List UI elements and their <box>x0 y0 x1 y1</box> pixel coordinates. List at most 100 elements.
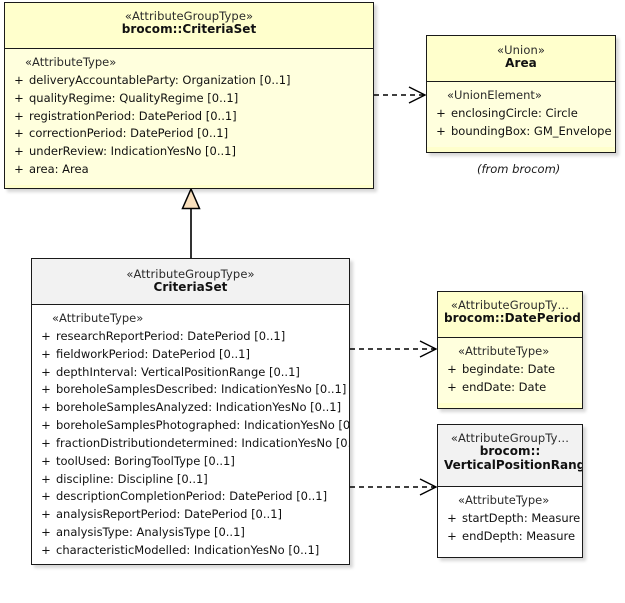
attribute-signature: deliveryAccountableParty: Organization [… <box>29 73 291 87</box>
attribute-visibility: + <box>14 108 24 123</box>
attribute-row: + endDepth: Measure <box>442 528 578 546</box>
attribute-signature: discipline: Discipline [0..1] <box>56 471 208 486</box>
class-stereotype: «AttributeGroupType» <box>124 9 254 23</box>
attribute-visibility: + <box>447 379 457 394</box>
class-header-area: «Union» Area <box>427 36 615 82</box>
attribute-row: + boreholeSamplesPhotographed: Indicatio… <box>36 417 349 435</box>
attribute-signature: area: Area <box>29 162 89 177</box>
attribute-visibility: + <box>436 123 446 138</box>
attribute-signature: begindate: Date <box>462 362 556 376</box>
attribute-visibility: + <box>41 435 51 450</box>
attribute-row: + enclosingCircle: Circle <box>431 105 611 123</box>
attribute-row: + descriptionCompletionPeriod: DatePerio… <box>36 488 345 506</box>
attribute-visibility: + <box>41 382 51 397</box>
class-stereotype: «Union» <box>497 43 545 57</box>
attribute-visibility: + <box>14 126 24 141</box>
attribute-row: + deliveryAccountableParty: Organization… <box>9 72 369 90</box>
compartment-stereotype: «AttributeType» <box>458 493 550 507</box>
class-name: brocom::CriteriaSet <box>121 22 257 37</box>
compartment-stereotype: «UnionElement» <box>447 88 542 102</box>
class-box-area[interactable]: «Union» Area «UnionElement» + enclosingC… <box>426 35 616 153</box>
attribute-row: + boundingBox: GM_Envelope <box>431 123 611 141</box>
attribute-signature: startDepth: Measure <box>462 511 581 525</box>
class-stereotype: «AttributeGroupTy… <box>450 431 570 445</box>
attribute-row: + analysisType: AnalysisType [0..1] <box>36 524 345 542</box>
attribute-signature: boreholeSamplesPhotographed: IndicationY… <box>56 418 350 433</box>
package-origin-note: (from brocom) <box>477 162 561 176</box>
attribute-signature: boundingBox: GM_Envelope <box>451 123 612 138</box>
class-stereotype: «AttributeGroupTy… <box>450 298 570 312</box>
attribute-visibility: + <box>41 346 51 361</box>
attribute-visibility: + <box>436 106 446 120</box>
attribute-row: + area: Area <box>9 161 369 179</box>
attribute-visibility: + <box>41 542 51 557</box>
attribute-visibility: + <box>447 528 457 543</box>
class-name-line2: VerticalPositionRange <box>444 458 583 473</box>
attribute-signature: underReview: IndicationYesNo [0..1] <box>29 144 236 159</box>
dependency-criteriaset-to-verticalpositionrange[interactable] <box>350 478 438 496</box>
attribute-row: + boreholeSamplesDescribed: IndicationYe… <box>36 381 347 399</box>
attribute-signature: endDepth: Measure <box>462 528 576 543</box>
attribute-visibility: + <box>14 73 24 87</box>
attribute-signature: analysisType: AnalysisType [0..1] <box>56 524 245 539</box>
attribute-visibility: + <box>447 511 457 525</box>
attribute-signature: enclosingCircle: Circle <box>451 106 578 120</box>
attribute-row: + characteristicModelled: IndicationYesN… <box>36 542 345 560</box>
attribute-row: + registrationPeriod: DatePeriod [0..1] <box>9 108 369 126</box>
compartment-stereotype: «AttributeType» <box>458 344 550 358</box>
attribute-signature: correctionPeriod: DatePeriod [0..1] <box>29 126 229 141</box>
class-attributes-brocom-criteriaset: «AttributeType» + deliveryAccountablePar… <box>5 49 373 185</box>
class-attributes-area: «UnionElement» + enclosingCircle: Circle… <box>427 82 615 147</box>
attribute-visibility: + <box>14 144 24 159</box>
attribute-row: + fractionDistributiondetermined: Indica… <box>36 435 349 453</box>
dependency-criteriaset-to-dateperiod[interactable] <box>350 340 438 358</box>
class-attributes-criteriaset: «AttributeType» + researchReportPeriod: … <box>32 305 349 564</box>
attribute-signature: registrationPeriod: DatePeriod [0..1] <box>29 108 237 123</box>
attribute-row: + researchReportPeriod: DatePeriod [0..1… <box>36 328 345 346</box>
class-box-dateperiod[interactable]: «AttributeGroupTy… brocom::DatePeriod «A… <box>437 291 583 409</box>
class-attributes-dateperiod: «AttributeType» + begindate: Date + endD… <box>438 338 582 403</box>
class-box-criteriaset[interactable]: «AttributeGroupType» CriteriaSet «Attrib… <box>31 258 350 565</box>
attribute-visibility: + <box>41 364 51 379</box>
class-header-verticalpositionrange: «AttributeGroupTy… brocom:: VerticalPosi… <box>438 425 582 487</box>
attribute-signature: endDate: Date <box>462 379 547 394</box>
class-header-dateperiod: «AttributeGroupTy… brocom::DatePeriod <box>438 292 582 338</box>
attribute-visibility: + <box>41 471 51 486</box>
attribute-visibility: + <box>41 400 51 415</box>
generalization-criteriaset-to-brocom-criteriaset[interactable] <box>181 187 201 258</box>
attribute-signature: characteristicModelled: IndicationYesNo … <box>56 542 320 557</box>
attribute-visibility: + <box>41 418 51 433</box>
dependency-brocom-criteriaset-to-area[interactable] <box>374 86 427 104</box>
attribute-signature: researchReportPeriod: DatePeriod [0..1] <box>56 329 286 343</box>
attribute-row: + discipline: Discipline [0..1] <box>36 471 345 489</box>
class-name: Area <box>505 56 537 71</box>
attribute-row: + depthInterval: VerticalPositionRange [… <box>36 364 345 382</box>
attribute-row: + qualityRegime: QualityRegime [0..1] <box>9 90 369 108</box>
attribute-visibility: + <box>41 489 51 504</box>
attribute-row: + endDate: Date <box>442 379 578 397</box>
class-header-brocom-criteriaset: «AttributeGroupType» brocom::CriteriaSet <box>5 3 373 49</box>
attribute-visibility: + <box>41 453 51 468</box>
attribute-visibility: + <box>41 329 51 343</box>
attribute-signature: toolUsed: BoringToolType [0..1] <box>56 453 235 468</box>
class-header-criteriaset: «AttributeGroupType» CriteriaSet <box>32 259 349 305</box>
class-stereotype: «AttributeGroupType» <box>126 267 255 281</box>
attribute-row: + analysisReportPeriod: DatePeriod [0..1… <box>36 506 345 524</box>
attribute-signature: boreholeSamplesDescribed: IndicationYesN… <box>56 382 347 397</box>
class-box-verticalpositionrange[interactable]: «AttributeGroupTy… brocom:: VerticalPosi… <box>437 424 583 558</box>
attribute-signature: fieldworkPeriod: DatePeriod [0..1] <box>56 346 250 361</box>
attribute-signature: analysisReportPeriod: DatePeriod [0..1] <box>56 507 282 522</box>
attribute-row: + toolUsed: BoringToolType [0..1] <box>36 453 345 471</box>
compartment-stereotype: «AttributeType» <box>52 311 144 325</box>
attribute-visibility: + <box>41 507 51 522</box>
attribute-visibility: + <box>447 362 457 376</box>
attribute-row: + underReview: IndicationYesNo [0..1] <box>9 143 369 161</box>
attribute-visibility: + <box>41 524 51 539</box>
class-name: CriteriaSet <box>153 280 228 295</box>
attribute-visibility: + <box>14 90 24 105</box>
compartment-stereotype: «AttributeType» <box>25 55 117 69</box>
attribute-signature: qualityRegime: QualityRegime [0..1] <box>29 90 239 105</box>
class-box-brocom-criteriaset[interactable]: «AttributeGroupType» brocom::CriteriaSet… <box>4 2 374 189</box>
attribute-signature: descriptionCompletionPeriod: DatePeriod … <box>56 489 328 504</box>
